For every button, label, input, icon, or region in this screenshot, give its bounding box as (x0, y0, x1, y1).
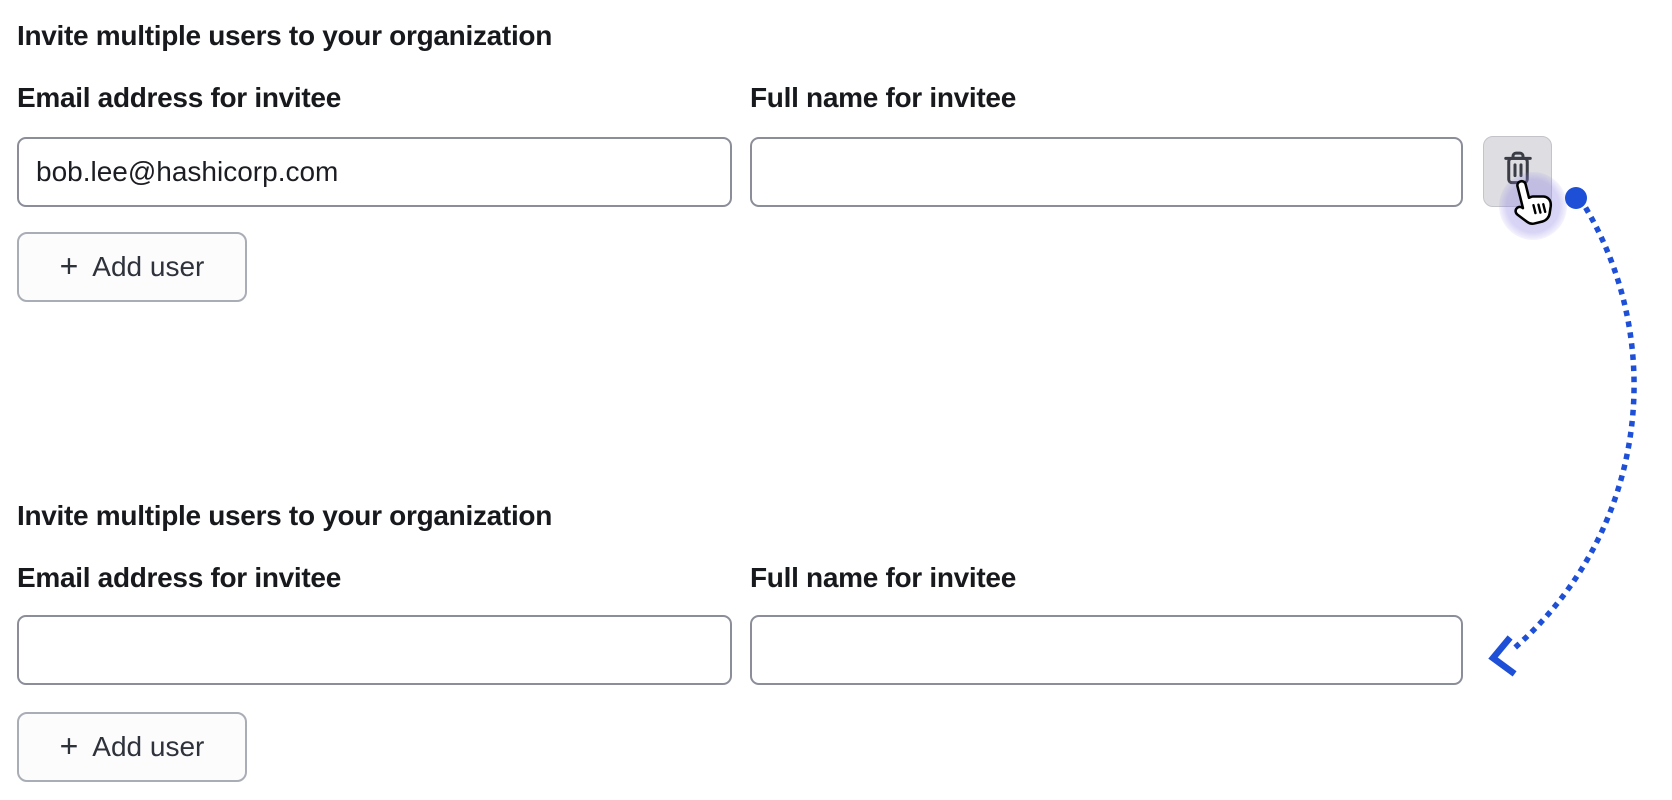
page-title: Invite multiple users to your organizati… (17, 20, 553, 51)
arrow-head (1488, 635, 1517, 677)
email-field[interactable] (17, 137, 732, 207)
full-name-label: Full name for invitee (750, 562, 1016, 593)
add-user-button[interactable]: + Add user (17, 712, 247, 782)
trash-icon (1503, 151, 1532, 185)
email-field[interactable] (17, 615, 732, 685)
full-name-field[interactable] (750, 137, 1463, 207)
delete-row-button[interactable] (1483, 136, 1552, 207)
add-user-label: Add user (92, 731, 205, 762)
dotted-arrow (1507, 206, 1637, 655)
full-name-field[interactable] (750, 615, 1463, 685)
page-title: Invite multiple users to your organizati… (17, 500, 553, 531)
full-name-label: Full name for invitee (750, 82, 1016, 113)
add-user-label: Add user (92, 251, 205, 282)
plus-icon: + (59, 727, 79, 764)
plus-icon: + (59, 247, 79, 284)
email-label: Email address for invitee (17, 562, 341, 593)
add-user-button[interactable]: + Add user (17, 232, 247, 302)
email-label: Email address for invitee (17, 82, 341, 113)
arrow-start-dot (1565, 187, 1587, 209)
